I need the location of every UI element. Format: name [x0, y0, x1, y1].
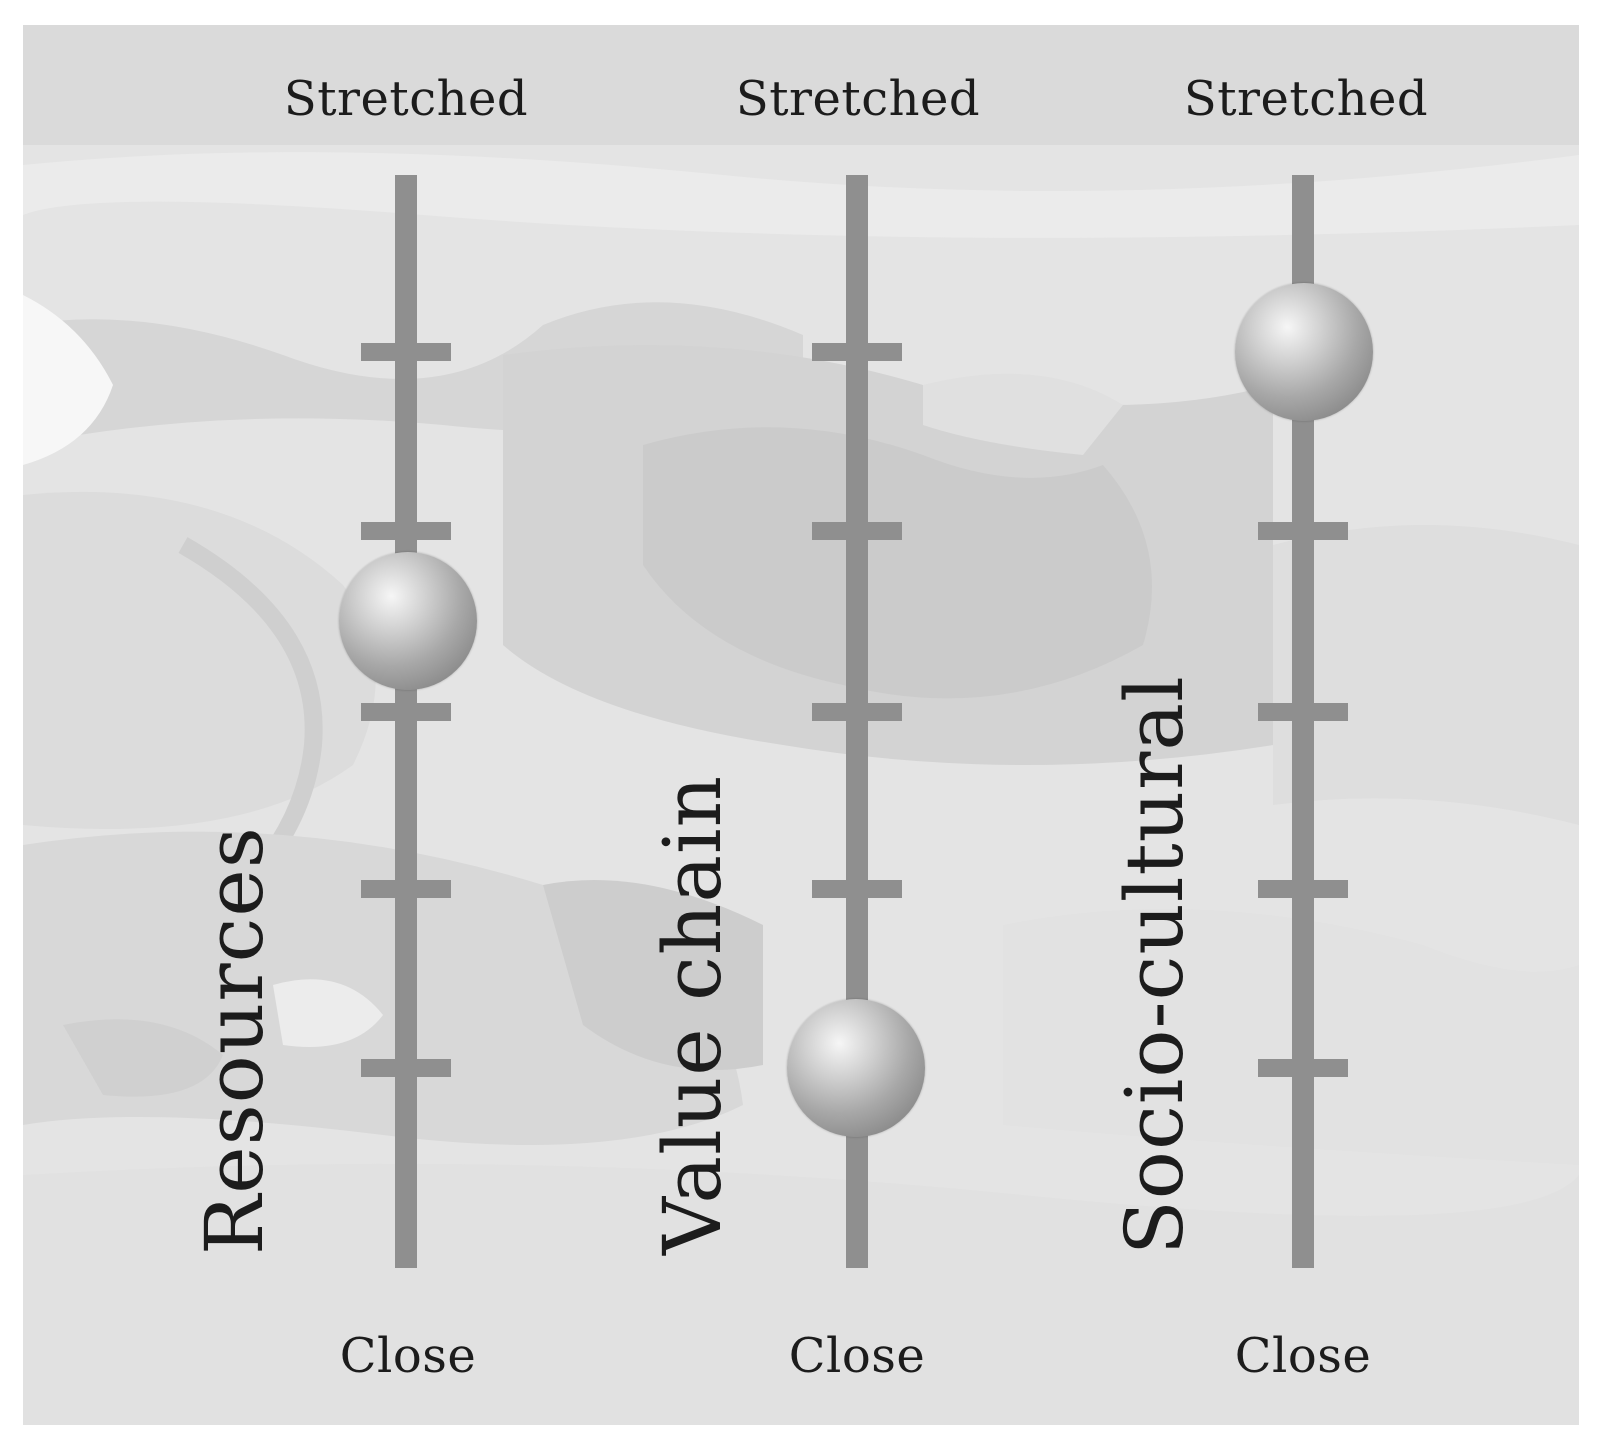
axis-title-resources: Resources: [188, 826, 281, 1255]
slider-tick: [812, 522, 902, 540]
slider-tick: [812, 343, 902, 361]
slider-tick: [1258, 1059, 1348, 1077]
axis-title-socio-cultural: Socio-cultural: [1108, 675, 1201, 1255]
top-label-stretched: Stretched: [1183, 71, 1429, 127]
slider-tick: [812, 880, 902, 898]
axis-title-value-chain: Value chain: [646, 774, 739, 1255]
top-label-stretched: Stretched: [283, 71, 529, 127]
bottom-label-close: Close: [1234, 1328, 1372, 1384]
slider-tick: [361, 522, 451, 540]
top-label-stretched: Stretched: [735, 71, 981, 127]
slider-knob: [1235, 283, 1373, 421]
slider-tick: [1258, 703, 1348, 721]
slider-tick: [361, 880, 451, 898]
slider-knob: [339, 552, 477, 690]
slider-tick: [1258, 880, 1348, 898]
slider-tick: [1258, 522, 1348, 540]
slider-knob: [787, 999, 925, 1137]
bottom-label-close: Close: [339, 1328, 477, 1384]
slider-track: [395, 175, 417, 1268]
slider-tick: [812, 703, 902, 721]
slider-tick: [361, 1059, 451, 1077]
slider-track: [1292, 175, 1314, 1268]
slider-tick: [361, 703, 451, 721]
bottom-label-close: Close: [788, 1328, 926, 1384]
slider-track: [846, 175, 868, 1268]
diagram-panel: Stretched Resources Close Stretched Valu…: [23, 25, 1579, 1425]
slider-tick: [361, 343, 451, 361]
